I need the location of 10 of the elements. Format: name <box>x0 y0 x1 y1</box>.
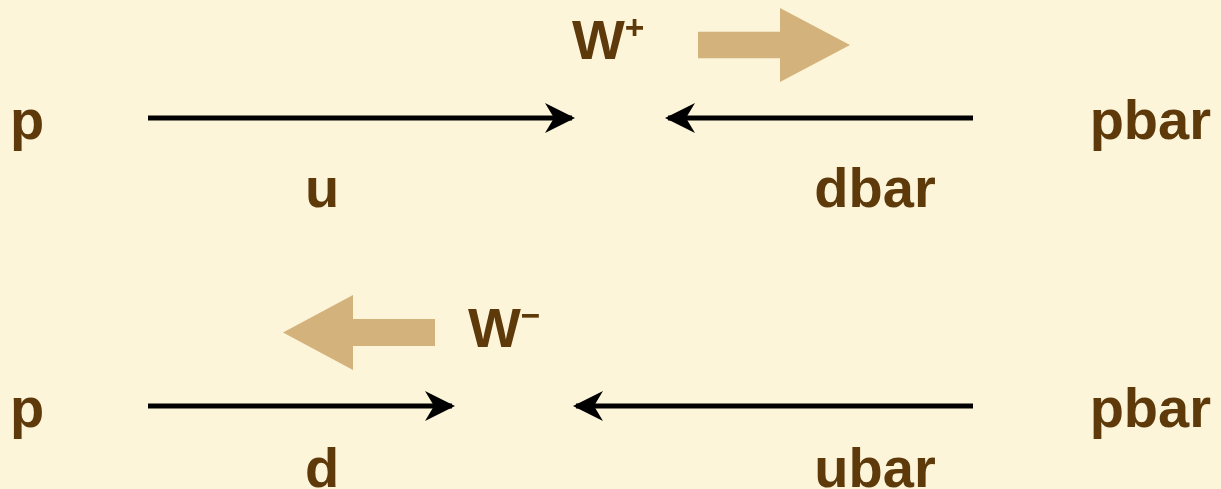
arrow <box>573 391 973 421</box>
particle-label: p <box>10 380 148 440</box>
arrow <box>148 103 575 133</box>
particle-label: W$^{+}$ <box>572 12 668 142</box>
particle-label: W$^{−}$ <box>452 300 576 430</box>
arrow <box>665 103 973 133</box>
particle-label: pbar <box>973 380 1211 440</box>
arrow <box>148 391 455 421</box>
particle-label: pbar <box>973 92 1211 152</box>
particle-label: p <box>10 92 148 152</box>
